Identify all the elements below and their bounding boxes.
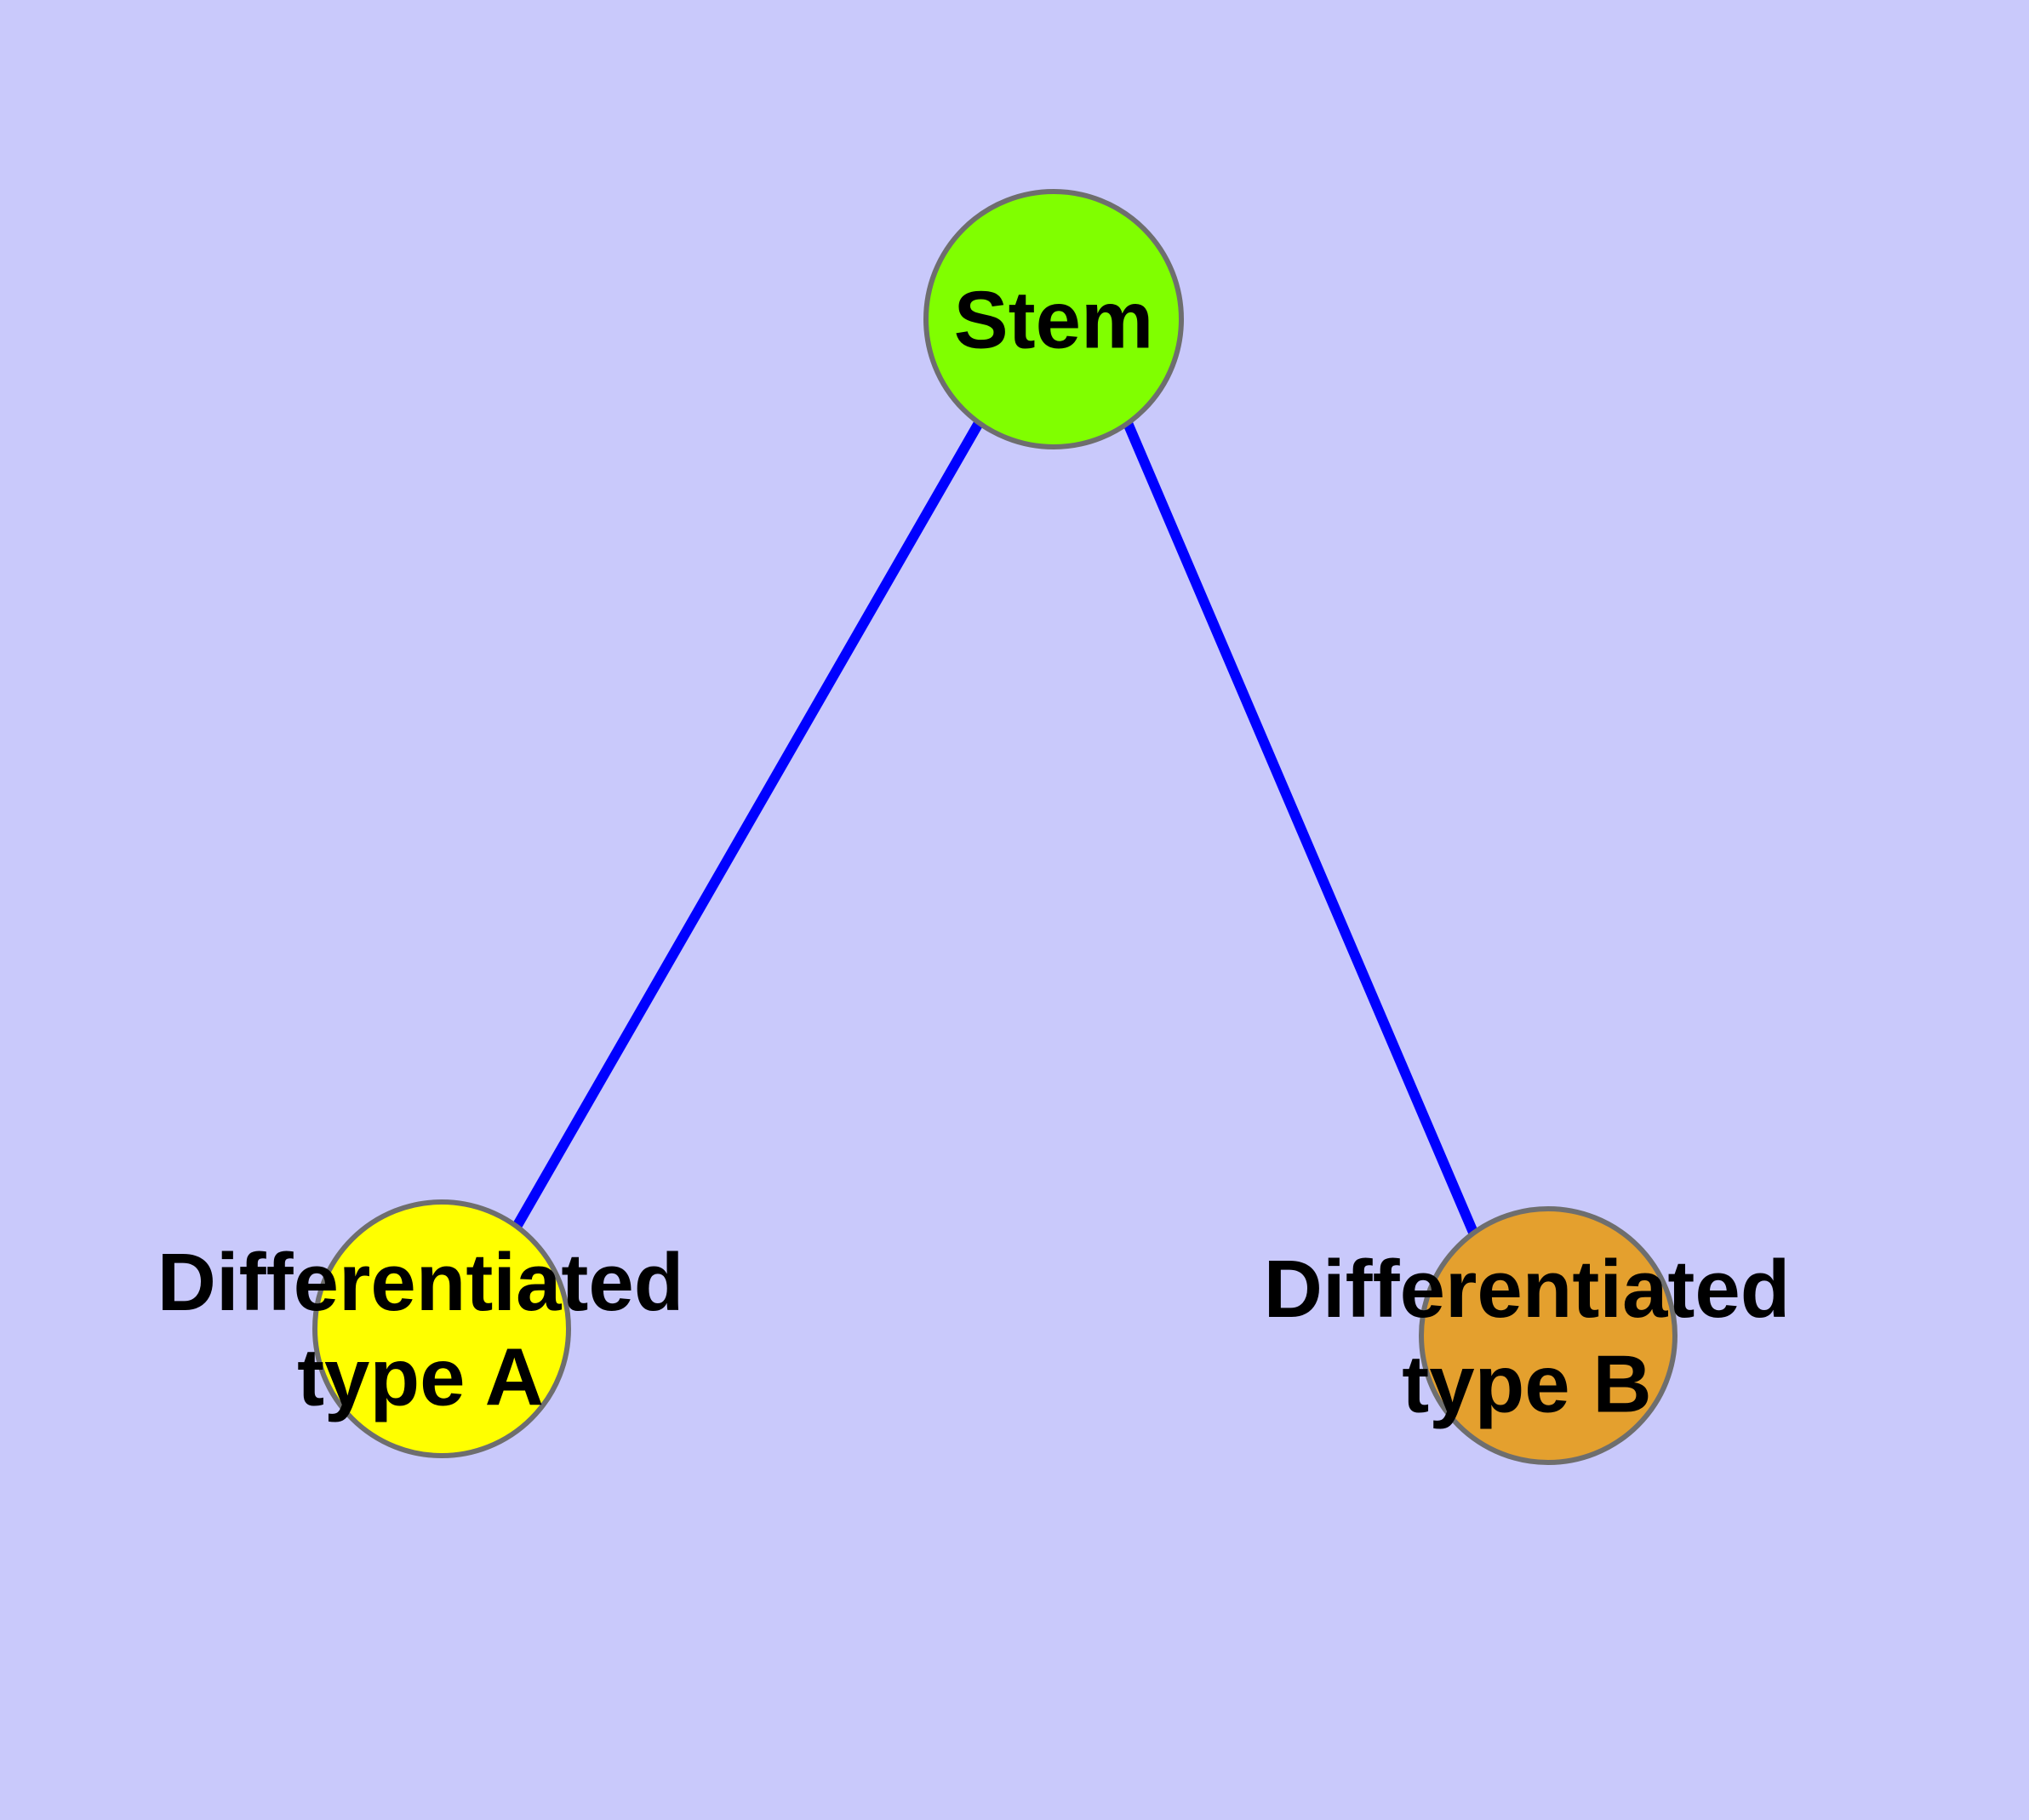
node-differentiated-type-b-label-line-2: type B	[1402, 1338, 1651, 1429]
node-differentiated-type-a-label-line-1: Differentiated	[157, 1237, 684, 1328]
edge-stem-to-differentiated-type-b[interactable]	[1123, 421, 1479, 1237]
node-stem[interactable]	[923, 189, 1184, 449]
node-stem-circle[interactable]	[923, 189, 1184, 449]
node-layer	[312, 189, 1677, 1465]
edge-layer	[512, 421, 1479, 1237]
node-differentiated-type-b-circle[interactable]	[1419, 1206, 1677, 1465]
node-differentiated-type-a-circle[interactable]	[312, 1199, 571, 1458]
label-layer: Stem Differentiated type A Differentiate…	[157, 275, 1791, 1430]
node-stem-label: Stem	[954, 275, 1154, 366]
edge-stem-to-differentiated-type-a[interactable]	[512, 421, 984, 1229]
node-differentiated-type-a[interactable]	[312, 1199, 571, 1458]
node-differentiated-type-b[interactable]	[1419, 1206, 1677, 1465]
node-differentiated-type-b-label-line-1: Differentiated	[1264, 1244, 1791, 1335]
node-differentiated-type-a-label-line-2: type A	[297, 1331, 544, 1422]
